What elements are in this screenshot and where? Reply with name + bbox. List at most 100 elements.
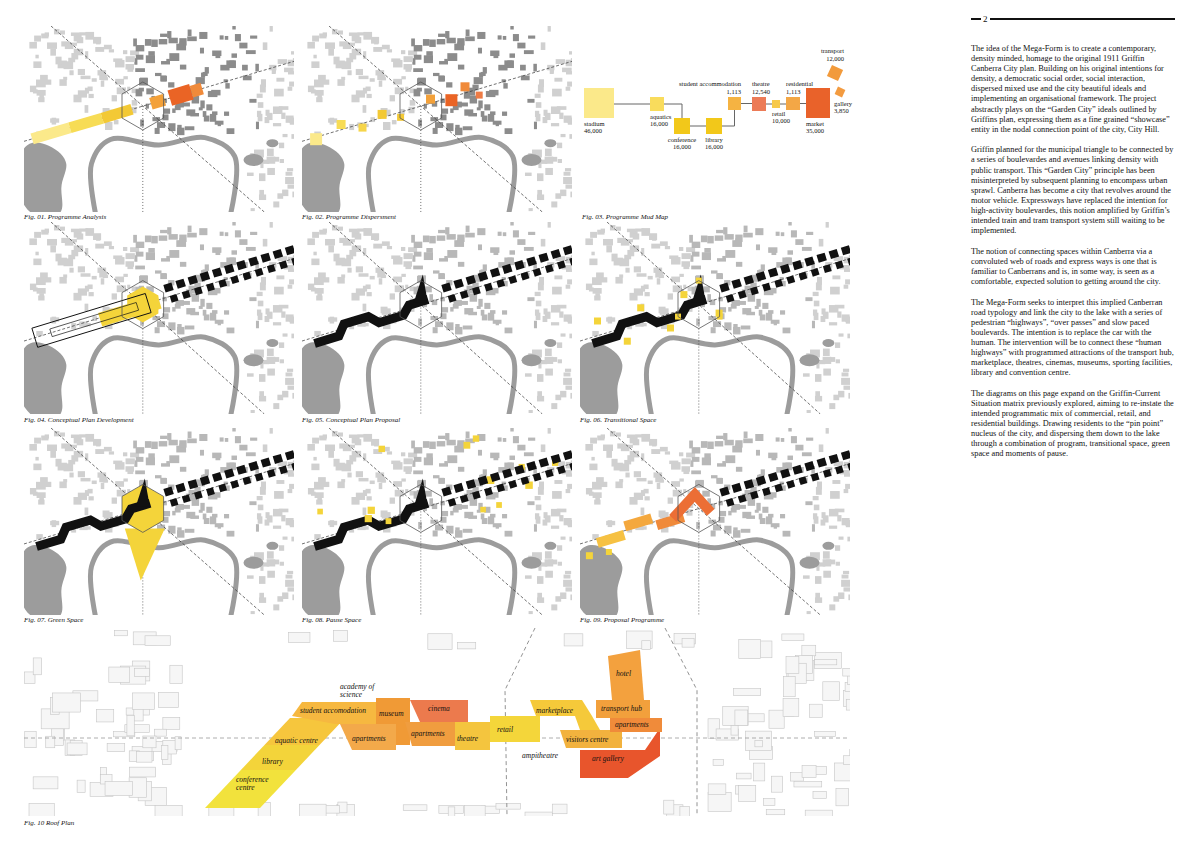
building-block (543, 117, 548, 123)
building-block (85, 434, 94, 442)
building-block (557, 143, 562, 149)
building-block (229, 463, 234, 468)
city-block (478, 271, 489, 281)
building-block (367, 94, 372, 98)
building-block (307, 238, 315, 245)
building-block (414, 457, 422, 462)
building-block (206, 104, 212, 110)
building-block (325, 239, 335, 245)
building-block (505, 328, 513, 334)
building-block (270, 26, 273, 32)
building-block (418, 522, 422, 529)
city-block (768, 268, 778, 278)
building-block (200, 450, 204, 456)
building-block (401, 50, 405, 54)
building-block (543, 316, 548, 322)
lake-island (522, 154, 542, 166)
building-block (65, 240, 74, 246)
pause-space (473, 435, 479, 441)
city-block (267, 469, 276, 478)
lake-shore (24, 545, 66, 615)
building-block (781, 438, 784, 442)
building-block (844, 285, 849, 289)
building-block (52, 118, 57, 125)
lake-island (522, 557, 542, 569)
building-block (525, 373, 532, 376)
building-block (308, 86, 314, 92)
axis-line (420, 508, 421, 615)
building-block (563, 177, 572, 184)
building-block (717, 258, 726, 261)
building-block (537, 374, 543, 382)
building-block (315, 90, 324, 96)
building-block (791, 230, 797, 237)
axis-lines (302, 428, 572, 615)
building-block (239, 43, 247, 49)
building-block (363, 304, 367, 312)
building-block (161, 76, 166, 82)
building-block (330, 118, 335, 125)
building-block (813, 513, 817, 519)
building-block (323, 277, 329, 282)
building-block (267, 571, 275, 578)
building-block (803, 373, 810, 376)
building-block (274, 89, 284, 97)
building-block (401, 478, 405, 481)
city-block (261, 253, 271, 263)
building-block (806, 232, 813, 235)
building-block (555, 395, 561, 400)
building-block (257, 496, 263, 500)
building-block (603, 239, 613, 245)
building-block (71, 435, 80, 438)
building-block (115, 277, 124, 283)
building-block (716, 230, 724, 233)
building-block (363, 88, 367, 94)
building-block (696, 522, 700, 529)
building-block (371, 439, 379, 446)
building-block (34, 438, 41, 444)
city-block (502, 468, 512, 478)
building-block (132, 100, 138, 106)
building-block (393, 481, 402, 487)
building-block (534, 321, 537, 328)
building-block (146, 55, 155, 63)
building-block (136, 89, 143, 96)
building-block (566, 473, 572, 476)
building-block (325, 445, 335, 451)
building-block (270, 428, 273, 434)
city-block (569, 257, 572, 266)
building-block (60, 227, 65, 231)
building-block (246, 452, 256, 456)
building-block (267, 168, 275, 175)
building-block (273, 106, 282, 114)
building-block (776, 232, 780, 236)
building-block (169, 53, 179, 61)
building-block (707, 442, 713, 449)
building-block (442, 108, 448, 113)
building-block (363, 228, 372, 236)
building-block (355, 439, 362, 445)
building-block (136, 252, 144, 257)
building-block (696, 318, 700, 325)
building-block (168, 526, 175, 534)
building-block (260, 487, 266, 495)
building-block (561, 537, 566, 540)
building-block (279, 143, 284, 149)
building-block (188, 29, 192, 36)
building-block (557, 545, 562, 551)
building-block (470, 294, 477, 302)
building-block (821, 316, 826, 322)
city-block (248, 461, 258, 471)
city-hill-outline (400, 281, 442, 329)
building-block (213, 248, 221, 252)
building-block (724, 322, 731, 330)
building-block (762, 507, 768, 513)
building-block (292, 393, 294, 399)
building-block (551, 509, 560, 517)
building-block (503, 232, 506, 236)
building-block (160, 34, 168, 37)
building-block (566, 285, 571, 289)
building-block (259, 597, 266, 603)
building-block (192, 294, 199, 302)
building-block (52, 317, 57, 324)
